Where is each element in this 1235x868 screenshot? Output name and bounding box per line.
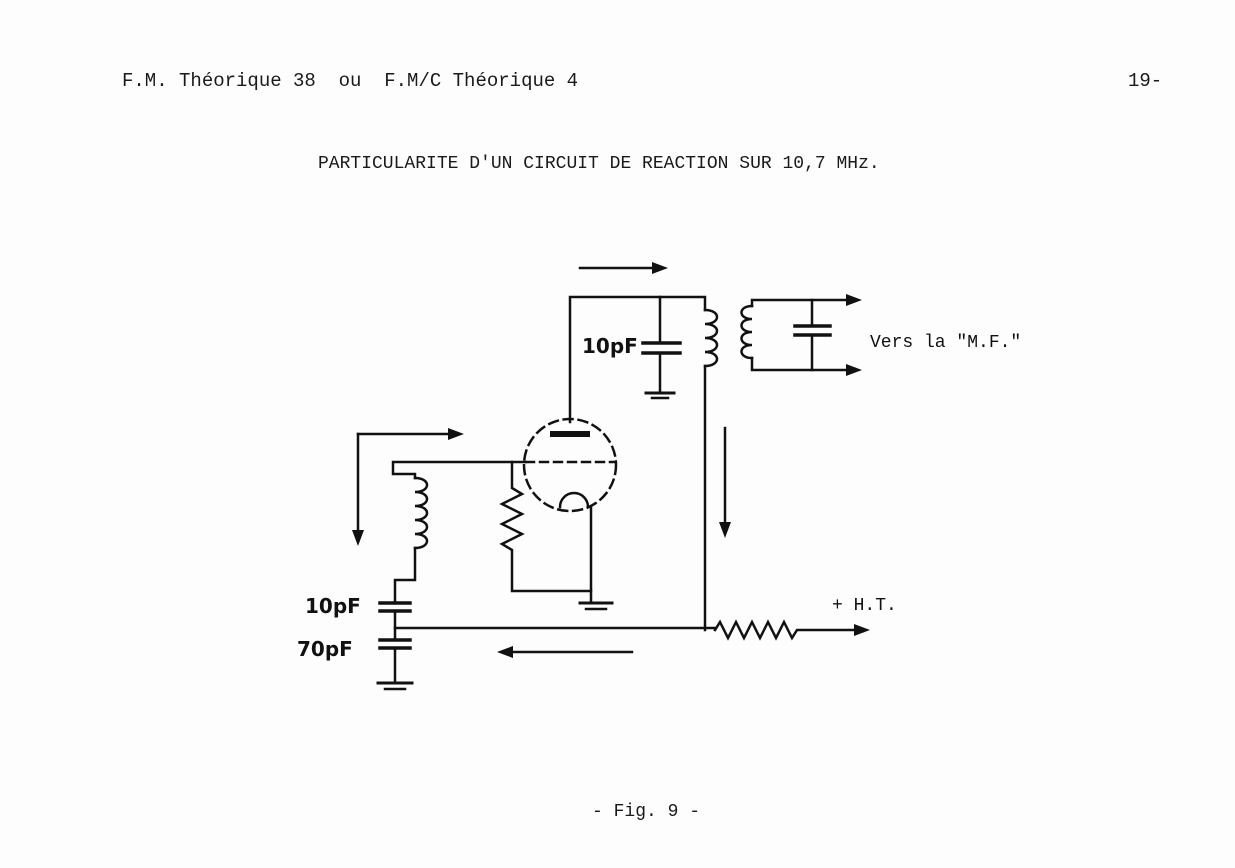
plate-cap-label: 10pF [582,334,638,358]
ht-resistor [713,619,857,641]
secondary-bottom-wire [750,356,852,372]
ht-label: + H.T. [832,596,897,616]
secondary-coil [740,304,754,360]
page-number: 19- [1128,70,1163,92]
figure-caption: - Fig. 9 - [592,802,701,822]
header-title: F.M. Théorique 38 ou F.M/C Théorique 4 [122,70,579,92]
grid-coil [413,476,429,550]
plate-wire [568,295,707,424]
tube-envelope [522,417,618,513]
secondary-top-wire [750,298,852,308]
bottom-cap-label: 70pF [297,637,353,661]
primary-coil [703,308,719,368]
tube-cathode [558,491,590,509]
grid-cap-label: 10pF [305,594,361,618]
output-label: Vers la "M.F." [870,333,1021,353]
diagram-title: PARTICULARITE D'UN CIRCUIT DE REACTION S… [318,154,880,174]
grid-resistor [499,460,593,593]
grid-wire [391,460,528,480]
